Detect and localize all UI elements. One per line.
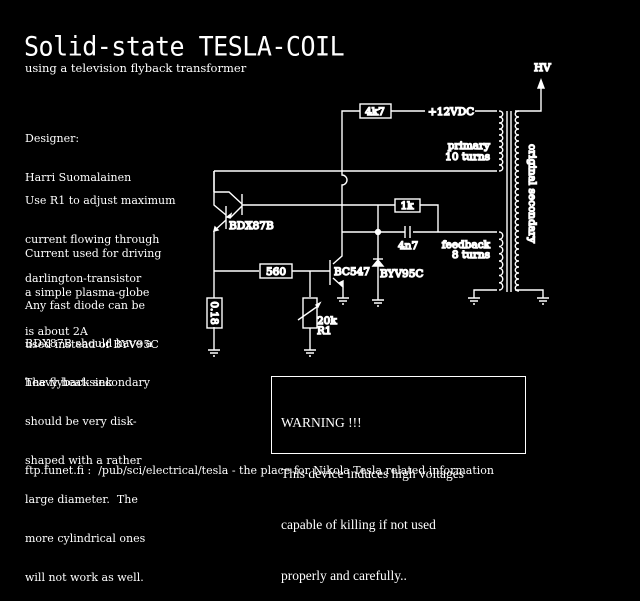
- ground-icon: [208, 349, 220, 357]
- secondary-label: original secondary: [526, 144, 538, 243]
- feedback-label: feedback: [442, 239, 491, 251]
- hv-label: HV: [534, 62, 551, 74]
- note-heatsink: BDX87B should have a heavy heat-sink: [25, 311, 152, 402]
- bc547-label: BC547: [334, 266, 370, 278]
- note-line: heavy heat-sink: [25, 376, 113, 389]
- transistor-bdx87b: [213, 171, 243, 232]
- transformer: [498, 110, 520, 292]
- note-line: shaped with a rather: [25, 454, 142, 467]
- note-diode: Any fast diode can be used instead of BY…: [25, 273, 159, 364]
- note-line: Any fast diode can be: [25, 299, 146, 312]
- ground-icon: [468, 297, 480, 305]
- designer-name: Harri Suomalainen: [25, 171, 132, 184]
- designer-block: Designer: Harri Suomalainen: [25, 106, 131, 197]
- secondary-coil: [514, 110, 520, 292]
- potentiometer-name: R1: [317, 325, 332, 337]
- supply-label: +12VDC: [428, 106, 474, 118]
- warning-line: This device induces high voltages: [281, 466, 464, 481]
- potentiometer-r1: [302, 297, 318, 329]
- resistor-018: [206, 297, 223, 329]
- capacitor-4n7: [404, 226, 411, 238]
- note-line: The flyback secondary: [25, 376, 150, 389]
- note-r1: Use R1 to adjust maximum current flowing…: [25, 168, 176, 298]
- ground-icons: [208, 297, 549, 357]
- note-line: should be very disk-: [25, 415, 137, 428]
- potentiometer-value: 20k: [317, 315, 337, 327]
- note-line: darlington-transistor: [25, 272, 142, 285]
- designer-label: Designer:: [25, 132, 80, 145]
- resistor-018-label: 0.18: [208, 301, 220, 324]
- page-subtitle: using a television flyback transformer: [25, 61, 247, 75]
- resistor-560-label: 560: [266, 266, 286, 278]
- primary-coil: [498, 110, 504, 172]
- page-title: Solid-state TESLA-COIL: [24, 31, 345, 62]
- ground-icon: [337, 297, 349, 305]
- note-line: more cylindrical ones: [25, 532, 146, 545]
- transformer-core: [506, 111, 512, 292]
- note-line: current flowing through: [25, 233, 160, 246]
- resistor-1k: [394, 198, 421, 213]
- capacitor-label: 4n7: [398, 240, 418, 252]
- note-current: Current used for driving a simple plasma…: [25, 221, 161, 351]
- hv-arrow-icon: [536, 78, 546, 89]
- note-line: is about 2A: [25, 325, 88, 338]
- resistor-560: [259, 263, 293, 279]
- transistor-bc547: [329, 260, 344, 288]
- byv95c-label: BYV95C: [380, 268, 423, 280]
- bdx87b-label: BDX87B: [229, 220, 274, 232]
- note-line: large diameter. The: [25, 493, 138, 506]
- potentiometer-arrow-icon: [314, 301, 322, 309]
- ground-icon: [304, 349, 316, 357]
- resistor-4k7-label: 4k7: [365, 106, 385, 118]
- feedback-coil: [498, 231, 504, 291]
- resistor-4k7: [359, 103, 392, 119]
- footer-link[interactable]: ftp.funet.fi : /pub/sci/electrical/tesla…: [25, 464, 494, 477]
- potentiometer-wiper-icon: [297, 305, 319, 321]
- primary-label: primary: [448, 140, 490, 152]
- warning-line: properly and carefully..: [281, 568, 407, 583]
- warning-heading: WARNING !!!: [281, 415, 362, 430]
- diode-byv95c: [371, 258, 385, 267]
- note-line: a simple plasma-globe: [25, 286, 150, 299]
- note-line: will not work as well.: [25, 571, 144, 584]
- feedback-turns: 8 turns: [452, 249, 490, 261]
- ground-icon: [372, 299, 384, 307]
- primary-turns: 10 turns: [445, 151, 490, 163]
- warning-line: capable of killing if not used: [281, 517, 436, 532]
- junction-dot: [374, 228, 382, 236]
- note-line: Current used for driving: [25, 247, 162, 260]
- note-line: used instead of BYV95C: [25, 338, 159, 351]
- schematic: +12VDC HV 4k7 1k 560 0.18 4n7 20k R1 BDX…: [206, 61, 552, 357]
- ground-icon: [537, 297, 549, 305]
- note-line: BDX87B should have a: [25, 337, 153, 350]
- resistor-1k-label: 1k: [400, 200, 414, 212]
- note-line: Use R1 to adjust maximum: [25, 194, 176, 207]
- wires: [213, 87, 544, 350]
